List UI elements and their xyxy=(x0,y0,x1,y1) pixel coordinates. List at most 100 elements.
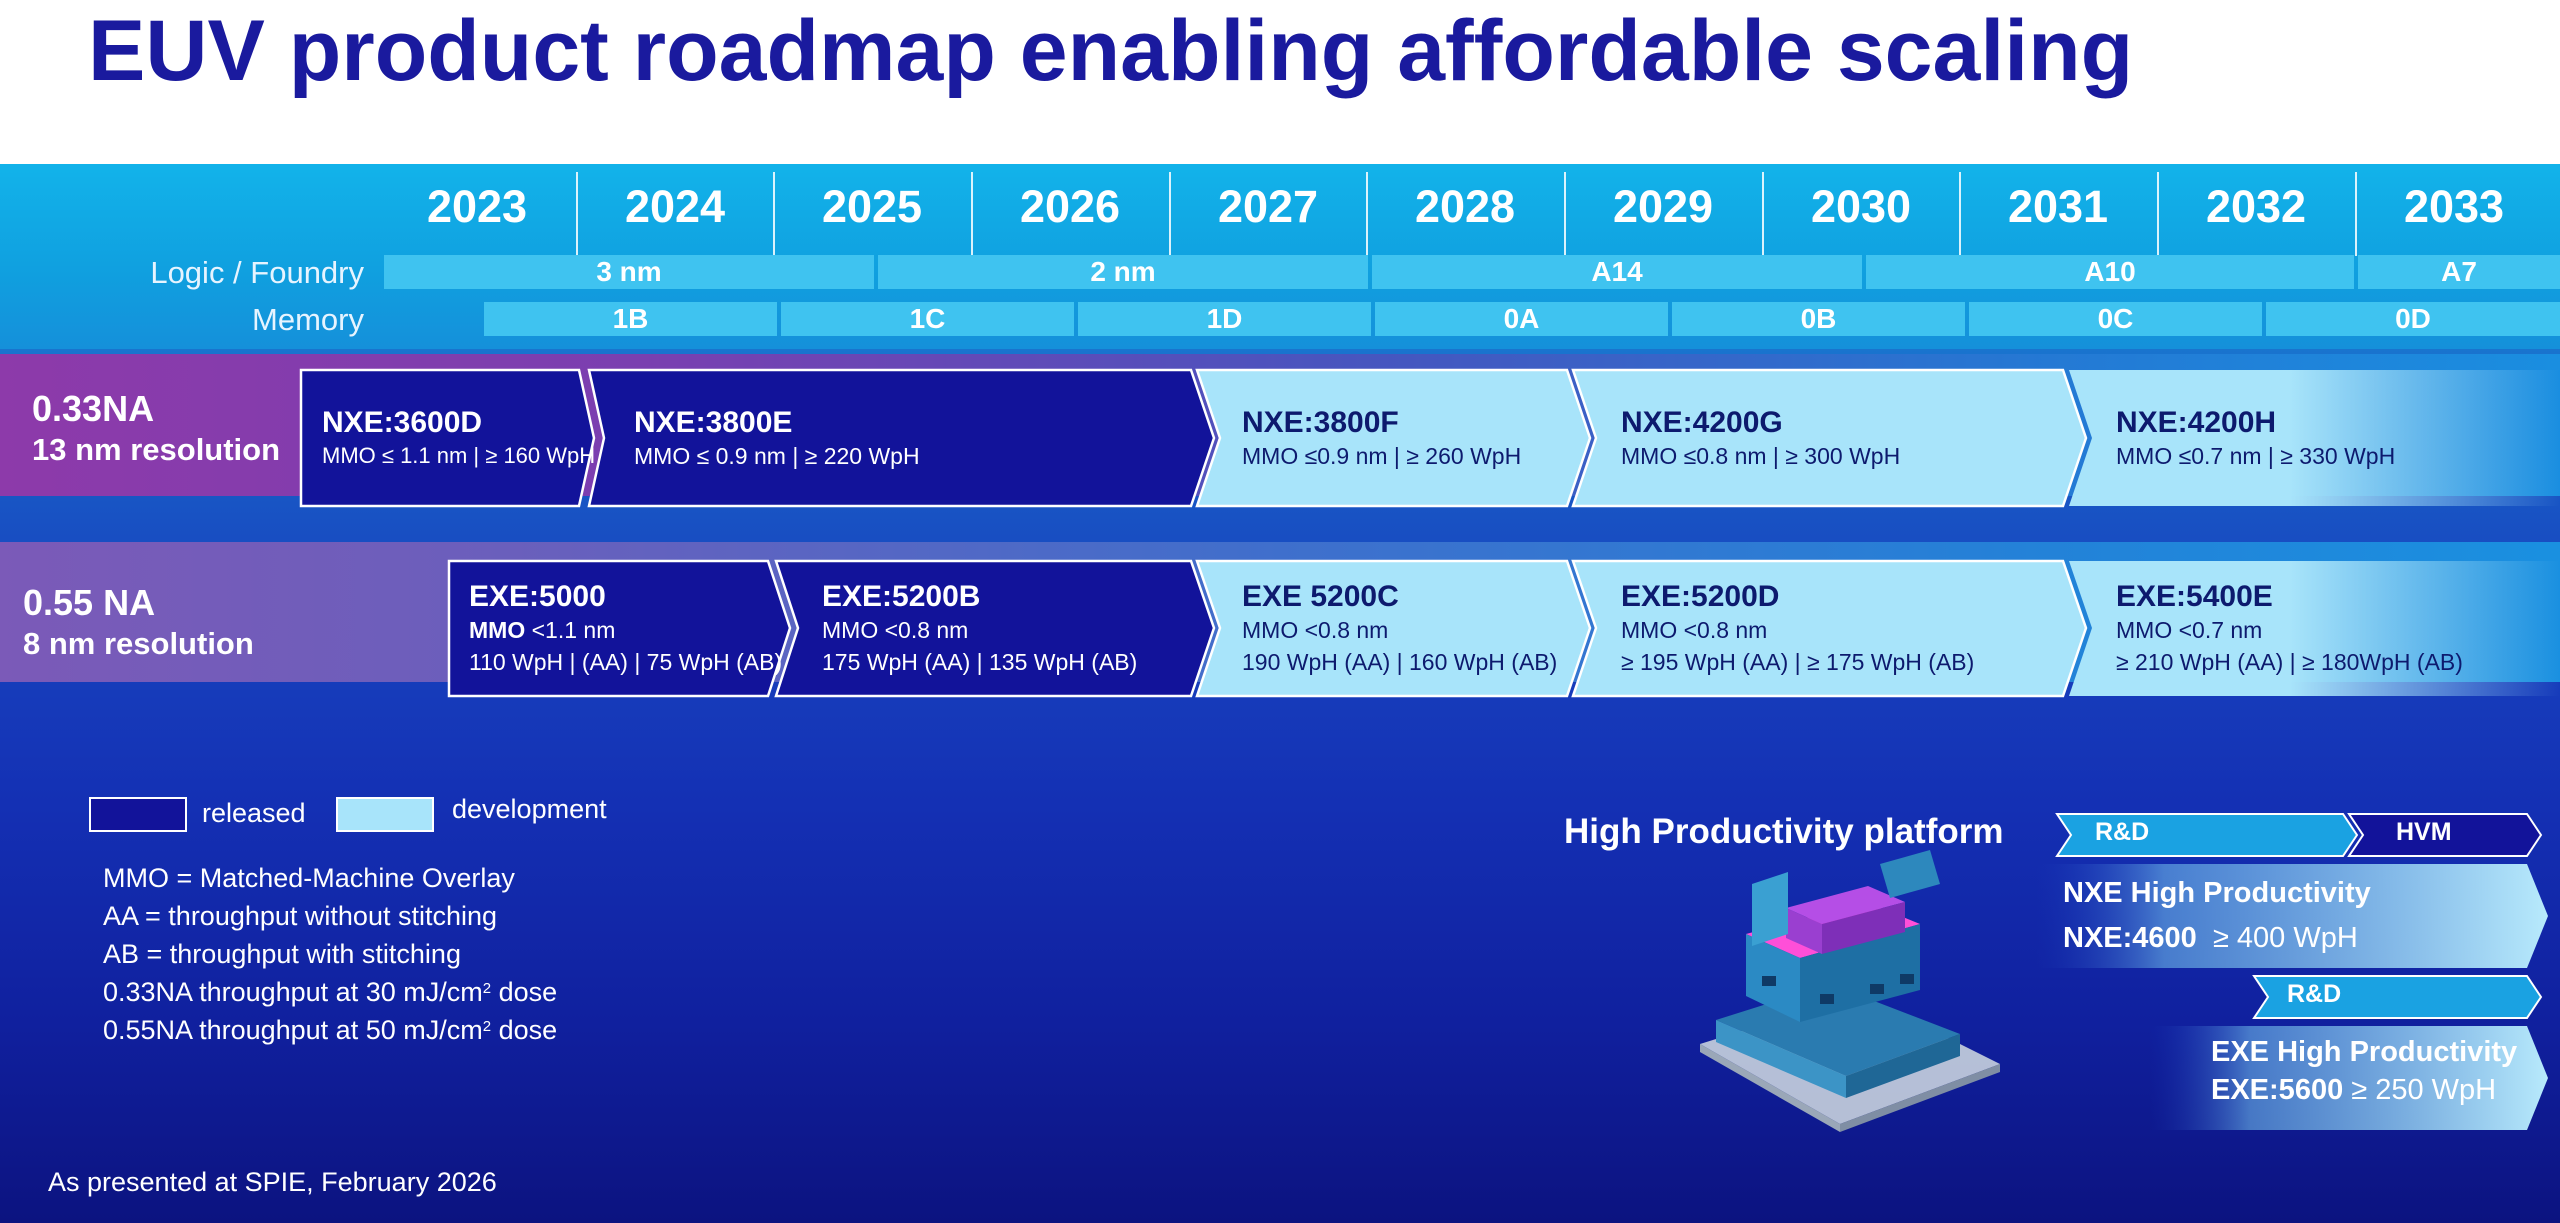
memory-node-segment: 0A xyxy=(1375,302,1668,336)
hp-exe-label: EXE High Productivity xyxy=(2211,1036,2518,1068)
product-spec: MMO <0.7 nm xyxy=(2116,617,2263,643)
year-divider xyxy=(576,172,578,256)
chevron-nxe-3800f xyxy=(1195,368,1592,508)
product-spec: MMO ≤0.8 nm | ≥ 300 WpH xyxy=(1621,443,1901,469)
product-exe-5200c: EXE 5200C MMO <0.8 nm 190 WpH (AA) | 160… xyxy=(1242,580,1557,678)
year-divider xyxy=(2355,172,2357,256)
product-spec: MMO <0.8 nm xyxy=(822,617,969,643)
year-label: 2030 xyxy=(1810,181,1912,232)
memory-label: Memory xyxy=(252,302,364,337)
hp-exe-model: EXE:5600 xyxy=(2211,1074,2344,1106)
year-label: 2032 xyxy=(2205,181,2307,232)
product-name: EXE:5000 xyxy=(469,580,606,613)
product-name: EXE:5200D xyxy=(1621,580,1780,613)
high-productivity-title: High Productivity platform xyxy=(1564,812,2004,851)
memory-node-segment: 1B xyxy=(484,302,777,336)
legend-released-swatch xyxy=(89,797,187,832)
chevron-exe-5200b xyxy=(774,559,1216,698)
product-name: EXE:5400E xyxy=(2116,580,2273,613)
product-spec: MMO <0.8 nm xyxy=(1242,617,1389,643)
product-nxe-3800e: NXE:3800E MMO ≤ 0.9 nm | ≥ 220 WpH xyxy=(634,406,920,472)
product-nxe-4200g: NXE:4200G MMO ≤0.8 nm | ≥ 300 WpH xyxy=(1621,406,1900,472)
product-name: NXE:3800F xyxy=(1242,406,1399,439)
chevron-exe-5200d xyxy=(1571,559,2088,698)
product-name: NXE:3600D xyxy=(322,406,483,439)
hp-rnd-label: R&D xyxy=(2095,818,2150,846)
legend-development-label: development xyxy=(452,794,607,824)
note-nxe-dose: 0.33NA throughput at 30 mJ/cm2 dose xyxy=(103,977,558,1007)
hp-rnd-chevron xyxy=(2055,813,2359,857)
memory-node-segment: 0C xyxy=(1969,302,2262,336)
chevron-exe-5000 xyxy=(447,559,792,698)
year-label: 2023 xyxy=(426,181,528,232)
hp-exe-bar xyxy=(2150,1026,2548,1130)
note-aa: AA = throughput without stitching xyxy=(103,901,498,931)
year-divider xyxy=(2157,172,2159,256)
product-spec: <1.1 nm xyxy=(525,617,616,643)
chevron-exe-5200c xyxy=(1195,559,1592,698)
hp-nxe-label: NXE High Productivity xyxy=(2063,877,2371,909)
logic-node-segment: A7 xyxy=(2358,255,2560,289)
year-label: 2028 xyxy=(1414,181,1516,232)
year-label: 2024 xyxy=(624,181,726,232)
page-title: EUV product roadmap enabling affordable … xyxy=(88,3,2134,99)
nxe-na-label: 0.33NA xyxy=(32,388,155,429)
hp-exe-model-line: EXE:5600 ≥ 250 WpH xyxy=(2211,1074,2496,1107)
nxe-resolution-label: 13 nm resolution xyxy=(32,432,281,467)
hp-rnd2-chevron xyxy=(2252,975,2543,1019)
logic-node-segment: 3 nm xyxy=(384,255,874,289)
product-name: NXE:4200H xyxy=(2116,406,2277,439)
product-nxe-3600d: NXE:3600D MMO ≤ 1.1 nm | ≥ 160 WpH xyxy=(322,406,595,472)
year-label: 2027 xyxy=(1217,181,1319,232)
product-spec: MMO ≤ 1.1 nm | ≥ 160 WpH xyxy=(322,443,596,468)
product-name: NXE:3800E xyxy=(634,406,793,439)
product-throughput: 175 WpH (AA) | 135 WpH (AB) xyxy=(822,649,1138,675)
hp-rnd2-label: R&D xyxy=(2287,980,2342,1008)
chevron-nxe-3600d xyxy=(299,368,596,508)
product-exe-5000: EXE:5000 MMO <1.1 nm 110 WpH | (AA) | 75… xyxy=(469,580,782,678)
product-name: NXE:4200G xyxy=(1621,406,1783,439)
year-divider xyxy=(1169,172,1171,256)
product-spec: MMO <0.8 nm xyxy=(1621,617,1768,643)
note-ab: AB = throughput with stitching xyxy=(103,939,461,969)
roadmap-chevrons xyxy=(89,368,2560,1132)
memory-node-segment: 0B xyxy=(1672,302,1965,336)
year-divider xyxy=(1564,172,1566,256)
year-divider xyxy=(1959,172,1961,256)
year-label: 2026 xyxy=(1019,181,1121,232)
hp-nxe-model: NXE:4600 xyxy=(2063,922,2197,954)
hp-hvm-label: HVM xyxy=(2396,818,2452,846)
note-mmo: MMO = Matched-Machine Overlay xyxy=(103,863,515,893)
year-label: 2029 xyxy=(1612,181,1714,232)
logic-node-segment: A14 xyxy=(1372,255,1862,289)
product-name: EXE:5200B xyxy=(822,580,981,613)
logic-node-segment: 2 nm xyxy=(878,255,1368,289)
legend-released-label: released xyxy=(202,798,306,828)
product-nxe-4200h: NXE:4200H MMO ≤0.7 nm | ≥ 330 WpH xyxy=(2116,406,2395,472)
exe-resolution-label: 8 nm resolution xyxy=(23,626,254,661)
roadmap-canvas: 2023 2024 2025 2026 2027 2028 2029 2030 … xyxy=(0,164,2560,1223)
product-spec-key: MMO xyxy=(469,617,526,643)
product-throughput: ≥ 195 WpH (AA) | ≥ 175 WpH (AB) xyxy=(1621,649,1975,675)
hp-exe-spec: ≥ 250 WpH xyxy=(2351,1074,2497,1106)
year-divider xyxy=(971,172,973,256)
product-spec: MMO ≤0.7 nm | ≥ 330 WpH xyxy=(2116,443,2396,469)
year-label: 2031 xyxy=(2007,181,2109,232)
product-nxe-3800f: NXE:3800F MMO ≤0.9 nm | ≥ 260 WpH xyxy=(1242,406,1521,472)
hp-nxe-bar xyxy=(2036,864,2548,968)
product-name: EXE 5200C xyxy=(1242,580,1399,613)
exe-na-label: 0.55 NA xyxy=(23,582,156,623)
hp-nxe-spec: ≥ 400 WpH xyxy=(2212,922,2358,954)
year-divider xyxy=(1366,172,1368,256)
year-divider xyxy=(1762,172,1764,256)
product-spec: MMO ≤ 0.9 nm | ≥ 220 WpH xyxy=(634,443,920,469)
note-exe-dose: 0.55NA throughput at 50 mJ/cm2 dose xyxy=(103,1015,558,1045)
product-exe-5400e: EXE:5400E MMO <0.7 nm ≥ 210 WpH (AA) | ≥… xyxy=(2116,580,2463,678)
product-throughput: 110 WpH | (AA) | 75 WpH (AB) xyxy=(469,649,783,675)
product-exe-5200b: EXE:5200B MMO <0.8 nm 175 WpH (AA) | 135… xyxy=(822,580,1137,678)
product-exe-5200d: EXE:5200D MMO <0.8 nm ≥ 195 WpH (AA) | ≥… xyxy=(1621,580,1974,678)
logic-node-segment: A10 xyxy=(1866,255,2354,289)
product-throughput: ≥ 210 WpH (AA) | ≥ 180WpH (AB) xyxy=(2116,649,2463,675)
chevron-nxe-4200g xyxy=(1571,368,2088,508)
memory-node-segment: 0D xyxy=(2266,302,2560,336)
